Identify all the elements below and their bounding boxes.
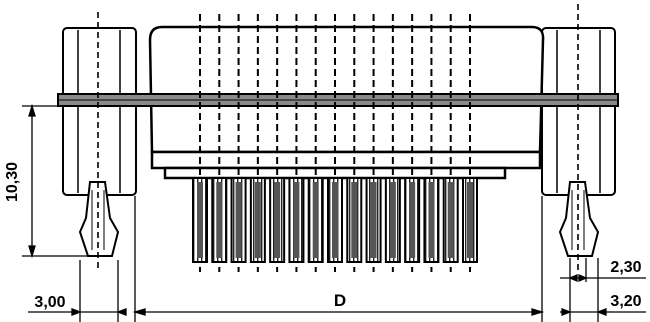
right-mounting-bracket: [541, 27, 616, 257]
dimension-height-left: 10,30: [4, 103, 90, 259]
connector-pin: [442, 177, 459, 263]
dimension-right: 2,30 3,20: [560, 258, 646, 322]
connector-pin: [269, 177, 286, 263]
flange-bar: [57, 93, 619, 107]
dimension-width-left-label: 3,00: [34, 294, 65, 311]
connector-pin: [462, 177, 478, 263]
connector-pin: [249, 177, 266, 263]
connector-pin: [192, 177, 208, 263]
dimension-height-left-label: 10,30: [4, 162, 21, 202]
dimension-width-left: 3,00: [28, 260, 127, 322]
connector-pin: [307, 177, 324, 263]
dimension-width-right-large-label: 3,20: [610, 293, 641, 310]
dimension-span-label: D: [334, 291, 346, 310]
connector-pin: [346, 177, 363, 263]
connector-pins: [192, 177, 478, 263]
connector-pin: [327, 177, 343, 263]
connector-pin: [230, 177, 247, 263]
connector-pin: [404, 177, 421, 263]
dimension-span: D: [132, 196, 545, 322]
bracket-centerlines: [97, 4, 579, 272]
connector-shell: [148, 25, 545, 180]
connector-pin: [384, 177, 401, 263]
left-mounting-bracket: [62, 27, 137, 257]
dimension-width-right-small-label: 2,30: [610, 259, 641, 276]
connector-pin: [423, 177, 440, 263]
connector-pin: [211, 177, 228, 263]
connector-pin: [288, 177, 305, 263]
connector-pin: [365, 177, 382, 263]
